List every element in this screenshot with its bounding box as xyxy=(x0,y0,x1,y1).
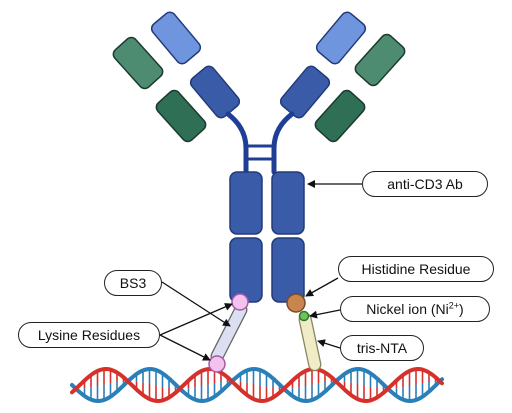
left-hinge-strand xyxy=(225,111,249,175)
right-light-chain-variable xyxy=(354,33,406,87)
left-fc-lower xyxy=(229,237,263,303)
right-fc-upper xyxy=(271,171,305,235)
lysine-residue-top xyxy=(231,293,249,311)
antibody xyxy=(112,11,406,303)
dna-helix xyxy=(70,366,444,404)
leader-lines xyxy=(159,180,362,361)
label-tris-nta-text: tris-NTA xyxy=(356,340,408,356)
fc-region xyxy=(229,171,305,303)
right-heavy-chain-variable xyxy=(315,11,367,65)
left-fab-arm xyxy=(112,11,241,143)
label-anti-cd3-ab: anti-CD3 Ab xyxy=(362,171,488,197)
bs3-linker xyxy=(208,293,249,373)
label-anti-cd3-ab-text: anti-CD3 Ab xyxy=(387,176,463,192)
tris-nta-linker xyxy=(286,293,322,372)
label-bs3: BS3 xyxy=(104,270,162,296)
label-lysine-residues: Lysine Residues xyxy=(18,322,160,348)
lysine-residue-bottom xyxy=(208,355,226,373)
left-heavy-chain-variable xyxy=(150,11,202,65)
leader-histidine xyxy=(305,277,339,297)
right-light-chain-constant xyxy=(314,89,366,143)
leader-tris-nta xyxy=(317,339,341,349)
dna-strand-blue xyxy=(70,366,444,404)
hinge-region xyxy=(225,111,295,175)
label-nickel-text: Nickel ion (Ni2+) xyxy=(366,300,464,317)
left-light-chain-variable xyxy=(112,36,164,90)
leader-lysine-top xyxy=(159,303,233,336)
right-hinge-strand xyxy=(271,111,295,175)
right-fab-arm xyxy=(279,11,406,143)
right-fc-lower xyxy=(271,237,305,303)
label-nickel-ion: Nickel ion (Ni2+) xyxy=(340,296,490,322)
right-heavy-chain-constant xyxy=(279,65,331,119)
label-histidine-residue: Histidine Residue xyxy=(338,256,494,282)
histidine-residue xyxy=(286,293,306,313)
left-heavy-chain-constant xyxy=(189,65,241,119)
label-tris-nta: tris-NTA xyxy=(340,335,424,361)
left-light-chain-constant xyxy=(155,89,207,143)
dna-strand-red xyxy=(70,366,444,404)
leader-nickel xyxy=(309,309,341,319)
label-lysine-text: Lysine Residues xyxy=(37,327,141,343)
nickel-ion xyxy=(298,310,310,322)
left-fc-upper xyxy=(229,171,263,235)
tris-nta-rod xyxy=(298,312,322,372)
leader-bs3 xyxy=(161,281,231,327)
leader-lysine-bottom xyxy=(159,334,211,361)
label-histidine-text: Histidine Residue xyxy=(361,261,471,277)
label-bs3-text: BS3 xyxy=(119,275,147,291)
